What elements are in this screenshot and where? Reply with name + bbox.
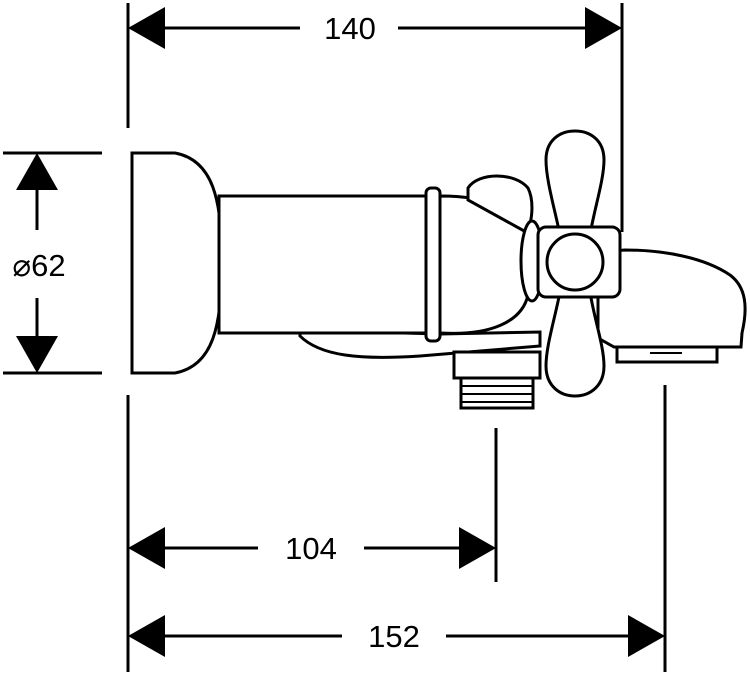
arrowhead-right	[459, 527, 496, 569]
pipe-collar	[424, 186, 442, 343]
handle-arm-bottom	[544, 290, 606, 398]
wall-rosette	[130, 151, 224, 375]
arrowhead-left	[128, 615, 165, 657]
dimension-diameter: ⌀62	[12, 153, 66, 373]
arrowhead-up	[16, 153, 58, 190]
arrowhead-left	[128, 7, 165, 49]
faucet-outline	[130, 129, 747, 410]
handle-arm-top	[544, 129, 606, 237]
dimension-label-152: 152	[368, 619, 420, 654]
arrowhead-right	[585, 7, 622, 49]
spout-aerator	[615, 345, 719, 364]
arrowhead-left	[128, 527, 165, 569]
spout	[596, 248, 747, 349]
main-pipe	[217, 194, 430, 335]
outlet-nut	[452, 350, 542, 380]
handle-cap	[545, 232, 605, 292]
dimension-140: 140	[128, 7, 622, 49]
extension-lines	[3, 3, 667, 672]
arrowhead-right	[628, 615, 665, 657]
dimension-label-140: 140	[324, 11, 376, 46]
dimension-label-diameter: ⌀62	[12, 248, 65, 283]
arrowhead-down	[16, 336, 58, 373]
dimension-label-104: 104	[285, 531, 337, 566]
dimension-104: 104	[128, 527, 496, 569]
dimension-152: 152	[128, 615, 665, 657]
